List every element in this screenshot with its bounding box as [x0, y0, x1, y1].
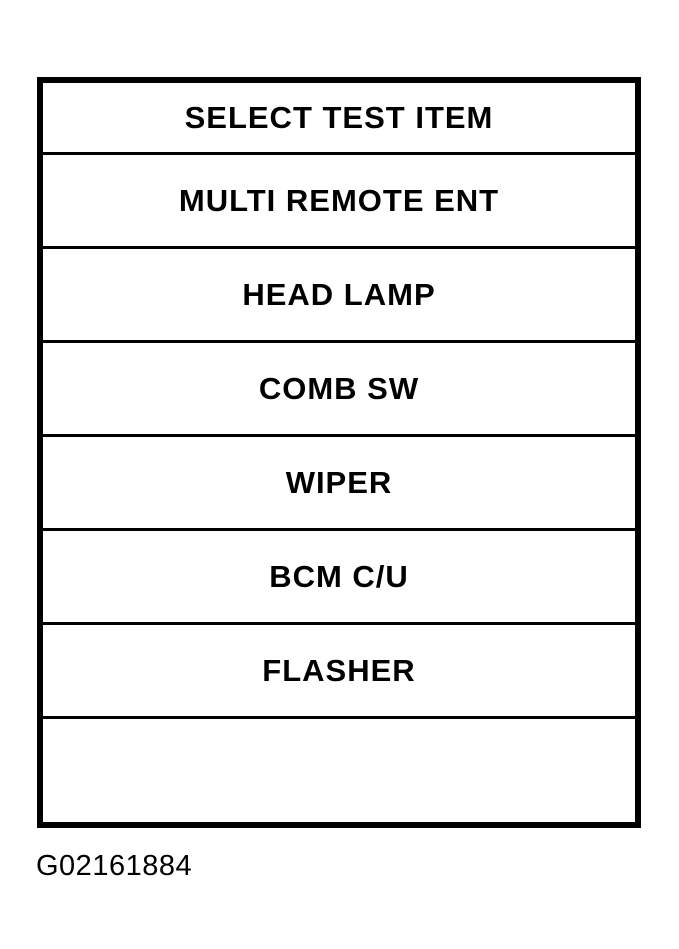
menu-header-label: SELECT TEST ITEM [184, 99, 494, 135]
menu-item-label: BCM C/U [269, 558, 409, 594]
menu-item-label: HEAD LAMP [242, 276, 436, 312]
select-test-item-menu: SELECT TEST ITEM MULTI REMOTE ENT HEAD L… [37, 77, 641, 828]
menu-item-label: FLASHER [262, 652, 416, 688]
menu-item-multi-remote-ent[interactable]: MULTI REMOTE ENT [43, 155, 635, 249]
menu-item-label: MULTI REMOTE ENT [178, 182, 500, 218]
menu-item-label: WIPER [285, 464, 393, 500]
menu-item-head-lamp[interactable]: HEAD LAMP [43, 249, 635, 343]
menu-item-wiper[interactable]: WIPER [43, 437, 635, 531]
menu-item-flasher[interactable]: FLASHER [43, 625, 635, 719]
menu-item-label: COMB SW [258, 370, 420, 406]
menu-item-comb-sw[interactable]: COMB SW [43, 343, 635, 437]
menu-item-bcm-cu[interactable]: BCM C/U [43, 531, 635, 625]
menu-empty-row [43, 719, 635, 822]
menu-header-row: SELECT TEST ITEM [43, 83, 635, 155]
figure-id-caption: G02161884 [36, 850, 193, 882]
